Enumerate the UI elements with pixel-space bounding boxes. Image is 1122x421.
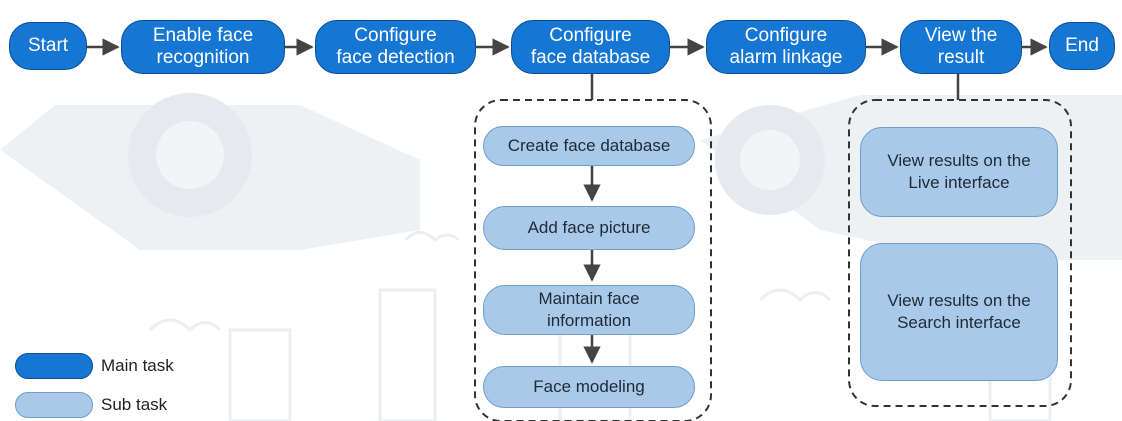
face-modeling-node: Face modeling [483,366,695,408]
legend-sub-swatch [15,392,93,418]
legend-main-label: Main task [101,356,174,375]
maintain-face-information-node: Maintain face information [483,285,695,335]
database-subtask-group [474,99,712,421]
configure-alarm-linkage-node: Configure alarm linkage [706,20,866,74]
start-node: Start [9,22,87,70]
view-results-search-node: View results on the Search interface [860,243,1058,381]
add-face-picture-node: Add face picture [483,206,695,250]
view-results-live-node: View results on the Live interface [860,127,1058,217]
building-watermark [228,328,292,421]
configure-face-detection-node: Configure face detection [315,20,476,74]
enable-face-recognition-node: Enable face recognition [121,20,285,74]
create-face-database-node: Create face database [483,126,695,166]
legend-main-swatch [15,353,93,379]
view-the-result-node: View the result [900,20,1022,74]
end-node: End [1049,22,1115,70]
legend-sub-label: Sub task [101,395,168,414]
result-subtask-group [848,99,1072,407]
configure-face-database-node: Configure face database [511,20,670,74]
